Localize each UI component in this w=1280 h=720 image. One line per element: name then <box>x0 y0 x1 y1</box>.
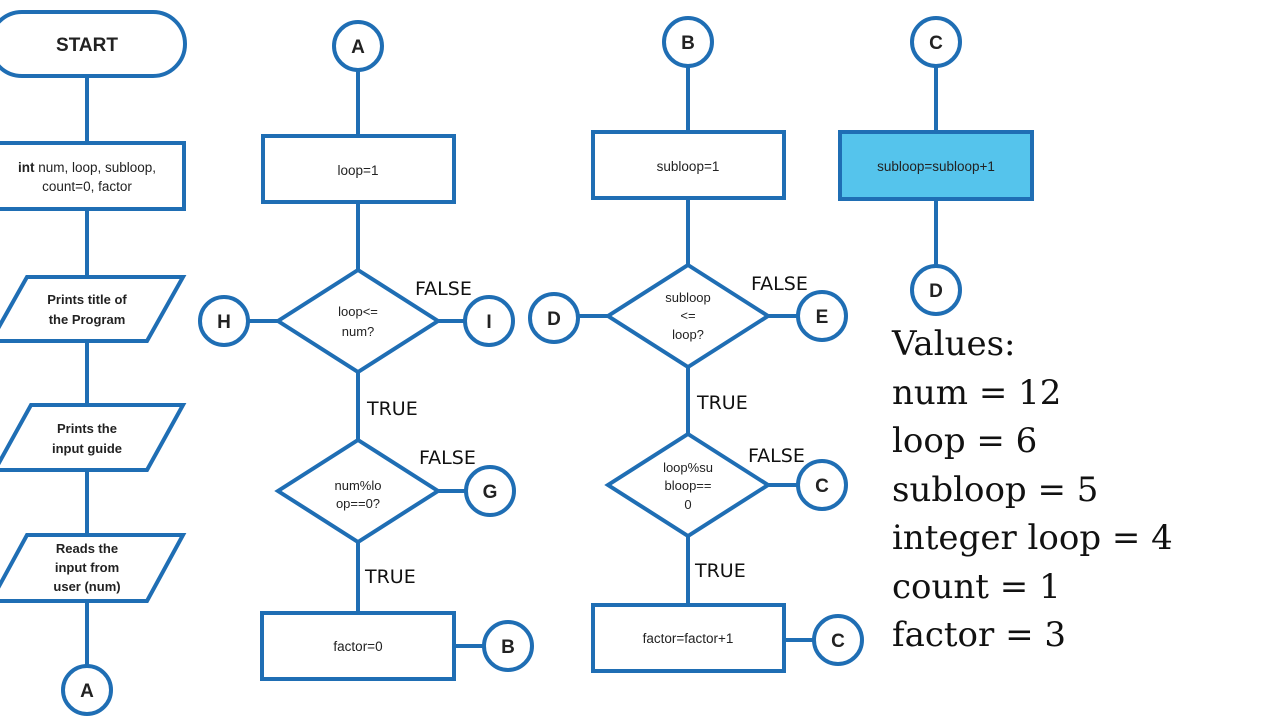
value-count: count = 1 <box>892 566 1061 607</box>
connector-d-bottom <box>910 264 962 316</box>
subloop-init-label: subloop=1 <box>657 159 720 174</box>
connector-c-top-label: C <box>929 33 943 54</box>
column-main: START int num, loop, subloop, count=0, f… <box>0 10 187 716</box>
decision-num-mod-loop-line-1: num%lo <box>335 478 382 493</box>
true-label: TRUE <box>696 392 748 414</box>
values-panel: Values: num = 12 loop = 6 subloop = 5 in… <box>892 320 1272 660</box>
factor-inc-box <box>591 603 786 673</box>
subloop-init-box <box>591 130 786 200</box>
connector-d-left <box>528 292 580 344</box>
value-num: num = 12 <box>892 372 1062 413</box>
true-label: TRUE <box>366 398 418 420</box>
connector-c-bottom-label: C <box>831 631 845 652</box>
value-loop: loop = 6 <box>892 421 1038 461</box>
connector-i-label: I <box>486 312 491 333</box>
start-label: START <box>56 35 118 56</box>
false-label: FALSE <box>751 273 808 295</box>
connector-b-out-label: B <box>501 637 515 658</box>
connector-a-bottom <box>61 664 113 716</box>
column-increment: C subloop=subloop+1 D <box>838 16 1034 316</box>
declare-line-1: int num, loop, subloop, <box>18 160 156 175</box>
declare-keyword: int <box>18 160 35 175</box>
true-label: TRUE <box>694 560 746 582</box>
decision-subloop-line-2: <= <box>680 308 695 323</box>
connector-b-in <box>662 16 714 68</box>
column-subloop: B subloop=1 subloop <= loop? D E FALSE T… <box>528 16 864 673</box>
print-guide-io <box>0 403 187 472</box>
print-title-line-1: Prints title of <box>47 292 127 307</box>
false-label: FALSE <box>415 278 472 300</box>
read-input-io <box>0 533 187 603</box>
connector-e <box>796 290 848 342</box>
connector-h-label: H <box>217 312 231 333</box>
connector-a-top <box>332 20 384 72</box>
print-guide-line-2: input guide <box>52 441 122 456</box>
connector-c-top <box>910 16 962 68</box>
decision-loop-mod-subloop <box>604 431 772 539</box>
factor-reset-box <box>260 611 456 681</box>
declare-box <box>0 141 186 211</box>
decision-num-mod-loop-line-2: op==0? <box>336 496 380 511</box>
connector-i <box>463 295 515 347</box>
connector-c-right <box>796 459 848 511</box>
column-loop: A loop=1 loop<= num? H I FALSE TRUE num%… <box>198 20 534 681</box>
connector-h <box>198 295 250 347</box>
decision-subloop-le-loop <box>604 262 772 370</box>
decision-loop-mod-subloop-line-3: 0 <box>684 497 691 512</box>
declare-line-2: count=0, factor <box>42 179 132 194</box>
read-input-line-1: Reads the <box>56 541 118 556</box>
read-input-line-2: input from <box>55 560 119 575</box>
connector-b-in-label: B <box>681 33 695 54</box>
connector-g <box>464 465 516 517</box>
print-title-line-2: the Program <box>49 312 126 327</box>
connector-d-left-label: D <box>547 309 561 330</box>
start-terminal <box>0 10 187 78</box>
connector-g-label: G <box>483 482 498 503</box>
values-title: Values: <box>892 324 1016 364</box>
factor-reset-label: factor=0 <box>333 639 382 654</box>
decision-subloop-line-3: loop? <box>672 327 704 342</box>
loop-init-box <box>261 134 456 204</box>
connector-a-top-label: A <box>351 37 365 58</box>
print-guide-line-1: Prints the <box>57 421 117 436</box>
decision-loop-le-num-line-2: num? <box>342 324 375 339</box>
loop-init-label: loop=1 <box>338 163 379 178</box>
decision-loop-le-num <box>274 267 442 375</box>
decision-loop-mod-subloop-line-1: loop%su <box>663 460 713 475</box>
connector-e-label: E <box>816 307 829 328</box>
value-factor: factor = 3 <box>892 615 1067 655</box>
true-label: TRUE <box>364 566 416 588</box>
connector-b-out <box>482 620 534 672</box>
subloop-inc-label: subloop=subloop+1 <box>877 159 995 174</box>
connector-c-bottom <box>812 614 864 666</box>
decision-subloop-line-1: subloop <box>665 290 711 305</box>
false-label: FALSE <box>419 447 476 469</box>
false-label: FALSE <box>748 445 805 467</box>
decision-loop-le-num-line-1: loop<= <box>338 304 378 319</box>
factor-inc-label: factor=factor+1 <box>643 631 734 646</box>
connector-c-right-label: C <box>815 476 829 497</box>
value-subloop: subloop = 5 <box>892 469 1099 510</box>
connector-a-bottom-label: A <box>80 681 94 702</box>
declare-rest: num, loop, subloop, <box>34 160 156 175</box>
subloop-inc-box <box>838 130 1034 201</box>
decision-loop-mod-subloop-line-2: bloop== <box>665 478 712 493</box>
read-input-line-3: user (num) <box>53 579 120 594</box>
print-title-io <box>0 275 187 343</box>
decision-num-mod-loop <box>274 437 442 545</box>
value-integer-loop: integer loop = 4 <box>892 518 1173 558</box>
connector-d-bottom-label: D <box>929 281 943 302</box>
